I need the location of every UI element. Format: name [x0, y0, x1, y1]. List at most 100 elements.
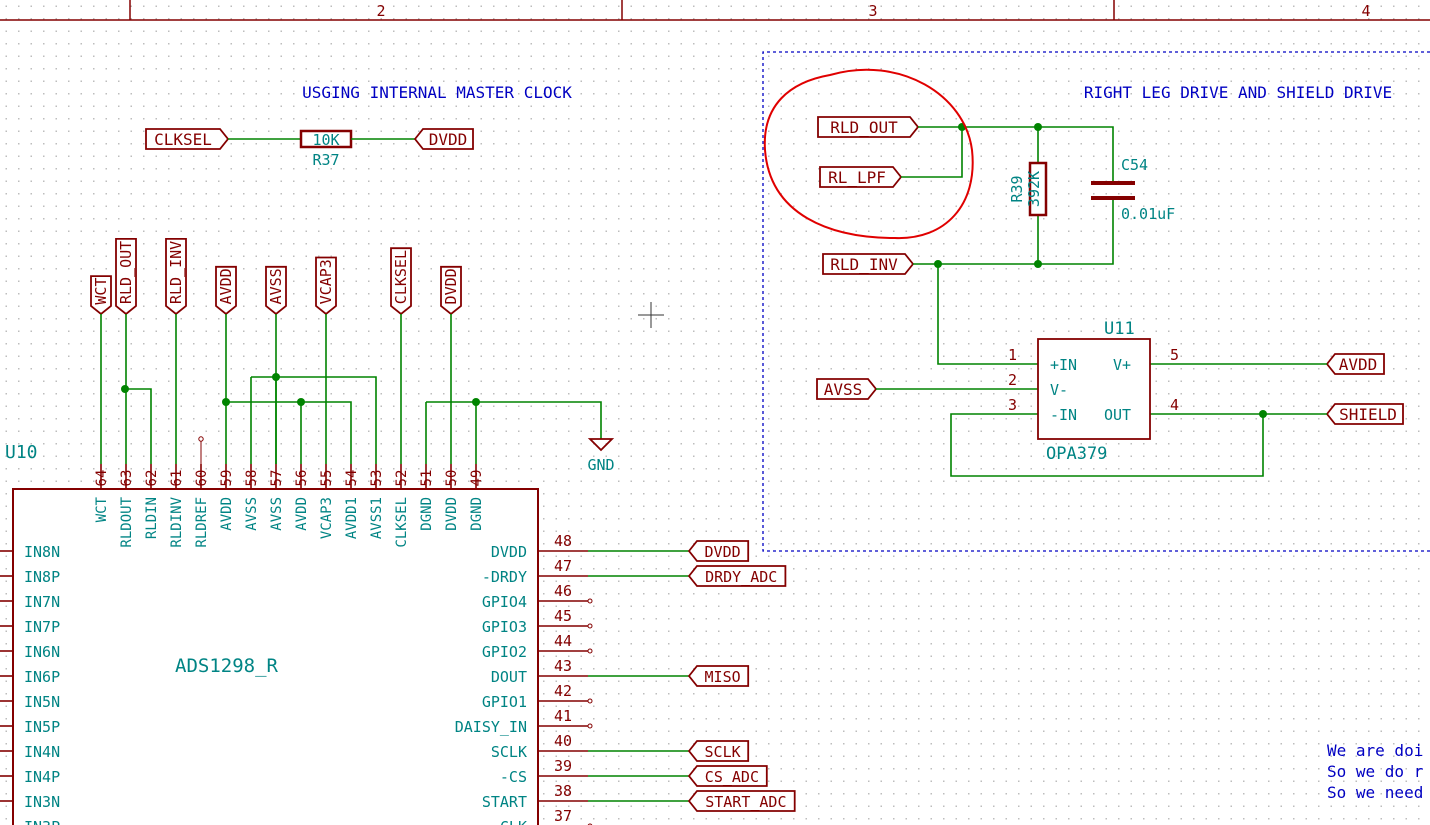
- u10-pin-num-58: 58: [244, 470, 260, 487]
- u10-pin-name-58: AVSS: [244, 497, 260, 531]
- net-label-rld-inv-text: RLD_INV: [830, 255, 898, 274]
- u11-pin-name-2: V-: [1050, 381, 1068, 399]
- u10-value: ADS1298_R: [175, 655, 279, 677]
- rld-wires: [876, 126, 1327, 477]
- u10-net-label-38[interactable]: [687, 790, 796, 812]
- net-label-clksel[interactable]: [145, 128, 230, 150]
- u10-pin-name-64: WCT: [94, 496, 110, 522]
- u11-pin-name-3: -IN: [1050, 406, 1077, 424]
- net-label-avdd-opamp[interactable]: [1325, 353, 1385, 375]
- u10-net-text-48: DVDD: [705, 543, 741, 561]
- u10-pin-num-61: 61: [169, 470, 185, 487]
- u10-label-text-52: CLKSEL: [392, 250, 410, 304]
- r39-body[interactable]: [1028, 161, 1048, 217]
- u10-ads1298: U10 ADS1298_R 64WCTWCT63RLDOUTRLD_OUT62R…: [0, 238, 796, 825]
- u10-label-text-59: AVDD: [217, 268, 235, 304]
- u10-pin-name-57: AVSS: [269, 497, 285, 531]
- u10-pin-name-56: AVDD: [294, 497, 310, 531]
- u11-pin-name-5: V+: [1113, 356, 1131, 374]
- u10-label-text-50: DVDD: [442, 268, 460, 304]
- u10-pin-num-54: 54: [344, 470, 360, 487]
- u10-net-label-39[interactable]: [687, 765, 768, 787]
- u11-pin-num-4: 4: [1170, 396, 1179, 414]
- r39-value: 392K: [1025, 171, 1043, 207]
- u10-pin-num-53: 53: [369, 470, 385, 487]
- u10-pin-name-44: GPIO2: [482, 643, 527, 661]
- u10-top-wires: [125, 376, 602, 464]
- u10-label-text-57: AVSS: [267, 268, 285, 304]
- u10-label-50[interactable]: [440, 265, 462, 316]
- u10-label-52[interactable]: [390, 247, 412, 316]
- u10-net-label-43[interactable]: [687, 665, 750, 687]
- u10-left-pin-in3n: IN3N: [24, 793, 60, 811]
- u10-label-57[interactable]: [265, 265, 287, 316]
- u11-value: OPA379: [1046, 444, 1107, 464]
- net-label-shield-text: SHIELD: [1339, 405, 1397, 424]
- u10-pin-num-43: 43: [554, 657, 572, 675]
- u10-label-text-64: WCT: [92, 278, 110, 305]
- u10-pin-name-43: DOUT: [491, 668, 527, 686]
- u10-net-label-48[interactable]: [687, 540, 750, 562]
- net-label-dvdd-r37[interactable]: [413, 128, 474, 150]
- u10-pin-num-59: 59: [219, 470, 235, 487]
- net-label-avss-opamp[interactable]: [816, 378, 878, 400]
- u10-top-junctions: [121, 373, 480, 406]
- u10-pin-name-62: RLDIN: [144, 497, 160, 539]
- u10-pin-num-62: 62: [144, 470, 160, 487]
- u10-label-63[interactable]: [115, 238, 137, 316]
- u10-label-61[interactable]: [165, 238, 187, 316]
- u10-nc-45: [587, 623, 593, 629]
- net-label-rld-out[interactable]: [817, 116, 920, 138]
- u10-pin-name-42: GPIO1: [482, 693, 527, 711]
- u10-pin-num-55: 55: [319, 470, 335, 487]
- u10-left-pin-in8p: IN8P: [24, 568, 60, 586]
- u10-pin-num-51: 51: [419, 470, 435, 487]
- net-label-rl-lpf-text: RL_LPF: [828, 168, 886, 187]
- gnd-symbol: [587, 438, 615, 452]
- u10-pin-name-63: RLDOUT: [119, 496, 135, 547]
- gnd-label: GND: [587, 456, 614, 474]
- u10-label-text-63: RLD_OUT: [117, 241, 135, 304]
- u10-net-label-47[interactable]: [687, 565, 787, 587]
- note-rld-shield: RIGHT LEG DRIVE AND SHIELD DRIVE: [1084, 83, 1392, 102]
- net-label-rl-lpf[interactable]: [819, 166, 903, 188]
- u10-pin-num-40: 40: [554, 732, 572, 750]
- r37-ref: R37: [312, 151, 339, 169]
- u10-pin-num-42: 42: [554, 682, 572, 700]
- u10-net-text-43: MISO: [705, 668, 741, 686]
- u10-net-text-40: SCLK: [705, 743, 741, 761]
- net-label-avdd-opamp-text: AVDD: [1339, 355, 1378, 374]
- u10-left-pin-in7p: IN7P: [24, 618, 60, 636]
- u10-pin-name-47: -DRDY: [482, 568, 527, 586]
- u10-pin-name-54: AVDD1: [344, 497, 360, 539]
- u11-pin-num-5: 5: [1170, 346, 1179, 364]
- u10-label-64[interactable]: [90, 275, 112, 316]
- c54-ref: C54: [1121, 156, 1148, 174]
- u11-pin-name-1: +IN: [1050, 356, 1077, 374]
- u10-pin-name-41: DAISY_IN: [455, 718, 527, 736]
- u10-pin-num-38: 38: [554, 782, 572, 800]
- u10-pin-num-56: 56: [294, 470, 310, 487]
- u11-body[interactable]: [1037, 338, 1151, 440]
- net-label-shield[interactable]: [1325, 403, 1404, 425]
- u10-pin-num-44: 44: [554, 632, 572, 650]
- note-bottom-3: So we need: [1327, 783, 1423, 802]
- u10-body[interactable]: [12, 488, 539, 825]
- u10-net-label-40[interactable]: [687, 740, 750, 762]
- u10-left-pin-in8n: IN8N: [24, 543, 60, 561]
- r37-value: 10K: [312, 131, 339, 149]
- rld-circuit: RLD_OUT RL_LPF RLD_INV AVSS AVDD SHIELD: [763, 68, 1404, 477]
- note-master-clock: USGING INTERNAL MASTER CLOCK: [302, 83, 572, 102]
- u10-pin-num-37: 37: [554, 807, 572, 825]
- u10-net-text-47: DRDY_ADC: [705, 568, 777, 586]
- net-label-rld-inv[interactable]: [822, 253, 915, 275]
- u10-label-55[interactable]: [315, 256, 337, 316]
- u10-left-pin-in5p: IN5P: [24, 718, 60, 736]
- u10-pin-num-47: 47: [554, 557, 572, 575]
- highlight-circle: [763, 68, 974, 240]
- c54-value: 0.01uF: [1121, 205, 1175, 223]
- u10-label-59[interactable]: [215, 265, 237, 316]
- u10-pin-name-59: AVDD: [219, 497, 235, 531]
- u10-pin-num-49: 49: [469, 470, 485, 487]
